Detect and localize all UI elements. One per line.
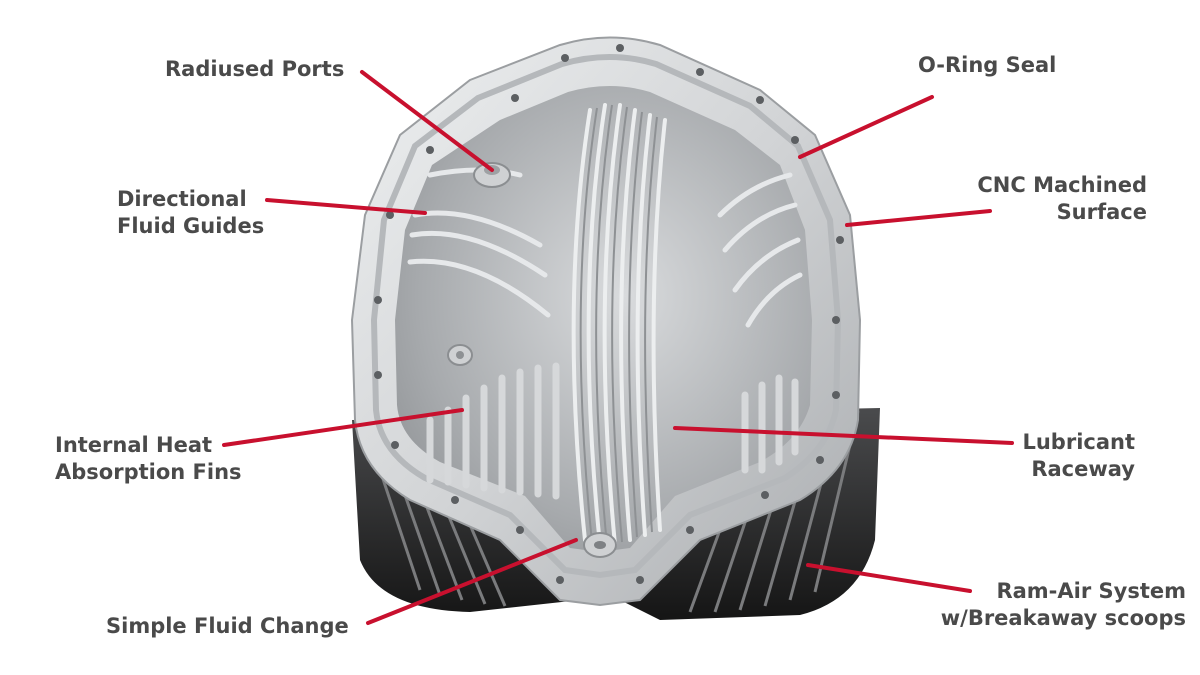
bolt-holes bbox=[374, 44, 844, 584]
leader-directional-fluid-guides bbox=[265, 198, 427, 215]
label-directional-fluid-guides: Directional Fluid Guides bbox=[117, 186, 264, 240]
label-cnc-line1: CNC Machined bbox=[977, 173, 1147, 197]
label-radiused-ports-text: Radiused Ports bbox=[165, 57, 345, 81]
label-directional-line2: Fluid Guides bbox=[117, 214, 265, 238]
label-cnc-line2: Surface bbox=[1056, 200, 1147, 224]
leader-lubricant-raceway bbox=[673, 426, 1014, 445]
fluid-guides-right bbox=[717, 172, 803, 328]
label-ram-air-line2: w/Breakaway scoops bbox=[940, 606, 1186, 630]
label-lubricant-raceway: Lubricant Raceway bbox=[1022, 429, 1135, 483]
label-cnc-machined-surface: CNC Machined Surface bbox=[977, 172, 1147, 226]
label-heat-fins-line1: Internal Heat bbox=[55, 433, 213, 457]
label-simple-fluid-change: Simple Fluid Change bbox=[106, 613, 349, 640]
label-ram-air-system: Ram-Air System w/Breakaway scoops bbox=[941, 578, 1186, 632]
label-heat-fins-line2: Absorption Fins bbox=[55, 460, 242, 484]
leader-internal-heat-fins bbox=[222, 408, 464, 447]
leader-cnc-machined-surface bbox=[845, 209, 992, 227]
sensor-port bbox=[447, 344, 473, 366]
label-directional-line1: Directional bbox=[117, 187, 247, 211]
label-o-ring-seal: O-Ring Seal bbox=[918, 52, 1056, 79]
label-internal-heat-absorption-fins: Internal Heat Absorption Fins bbox=[55, 432, 242, 486]
raceway-ribs bbox=[571, 103, 667, 547]
leader-simple-fluid-change bbox=[366, 538, 578, 625]
label-radiused-ports: Radiused Ports bbox=[165, 56, 344, 83]
o-ring-groove bbox=[370, 54, 842, 579]
leader-o-ring-seal bbox=[798, 95, 934, 159]
label-raceway-line1: Lubricant bbox=[1022, 430, 1135, 454]
heat-fins-left bbox=[426, 362, 560, 500]
label-raceway-line2: Raceway bbox=[1031, 457, 1135, 481]
drain-port bbox=[583, 532, 617, 558]
heat-fins-right bbox=[741, 374, 799, 474]
leader-ram-air-system bbox=[806, 563, 972, 593]
label-ram-air-line1: Ram-Air System bbox=[996, 579, 1186, 603]
leader-radiused-ports bbox=[360, 70, 494, 172]
label-simple-fluid-change-text: Simple Fluid Change bbox=[106, 614, 349, 638]
fluid-guides-left bbox=[407, 167, 551, 318]
fill-port bbox=[473, 162, 511, 188]
label-o-ring-seal-text: O-Ring Seal bbox=[918, 53, 1057, 77]
